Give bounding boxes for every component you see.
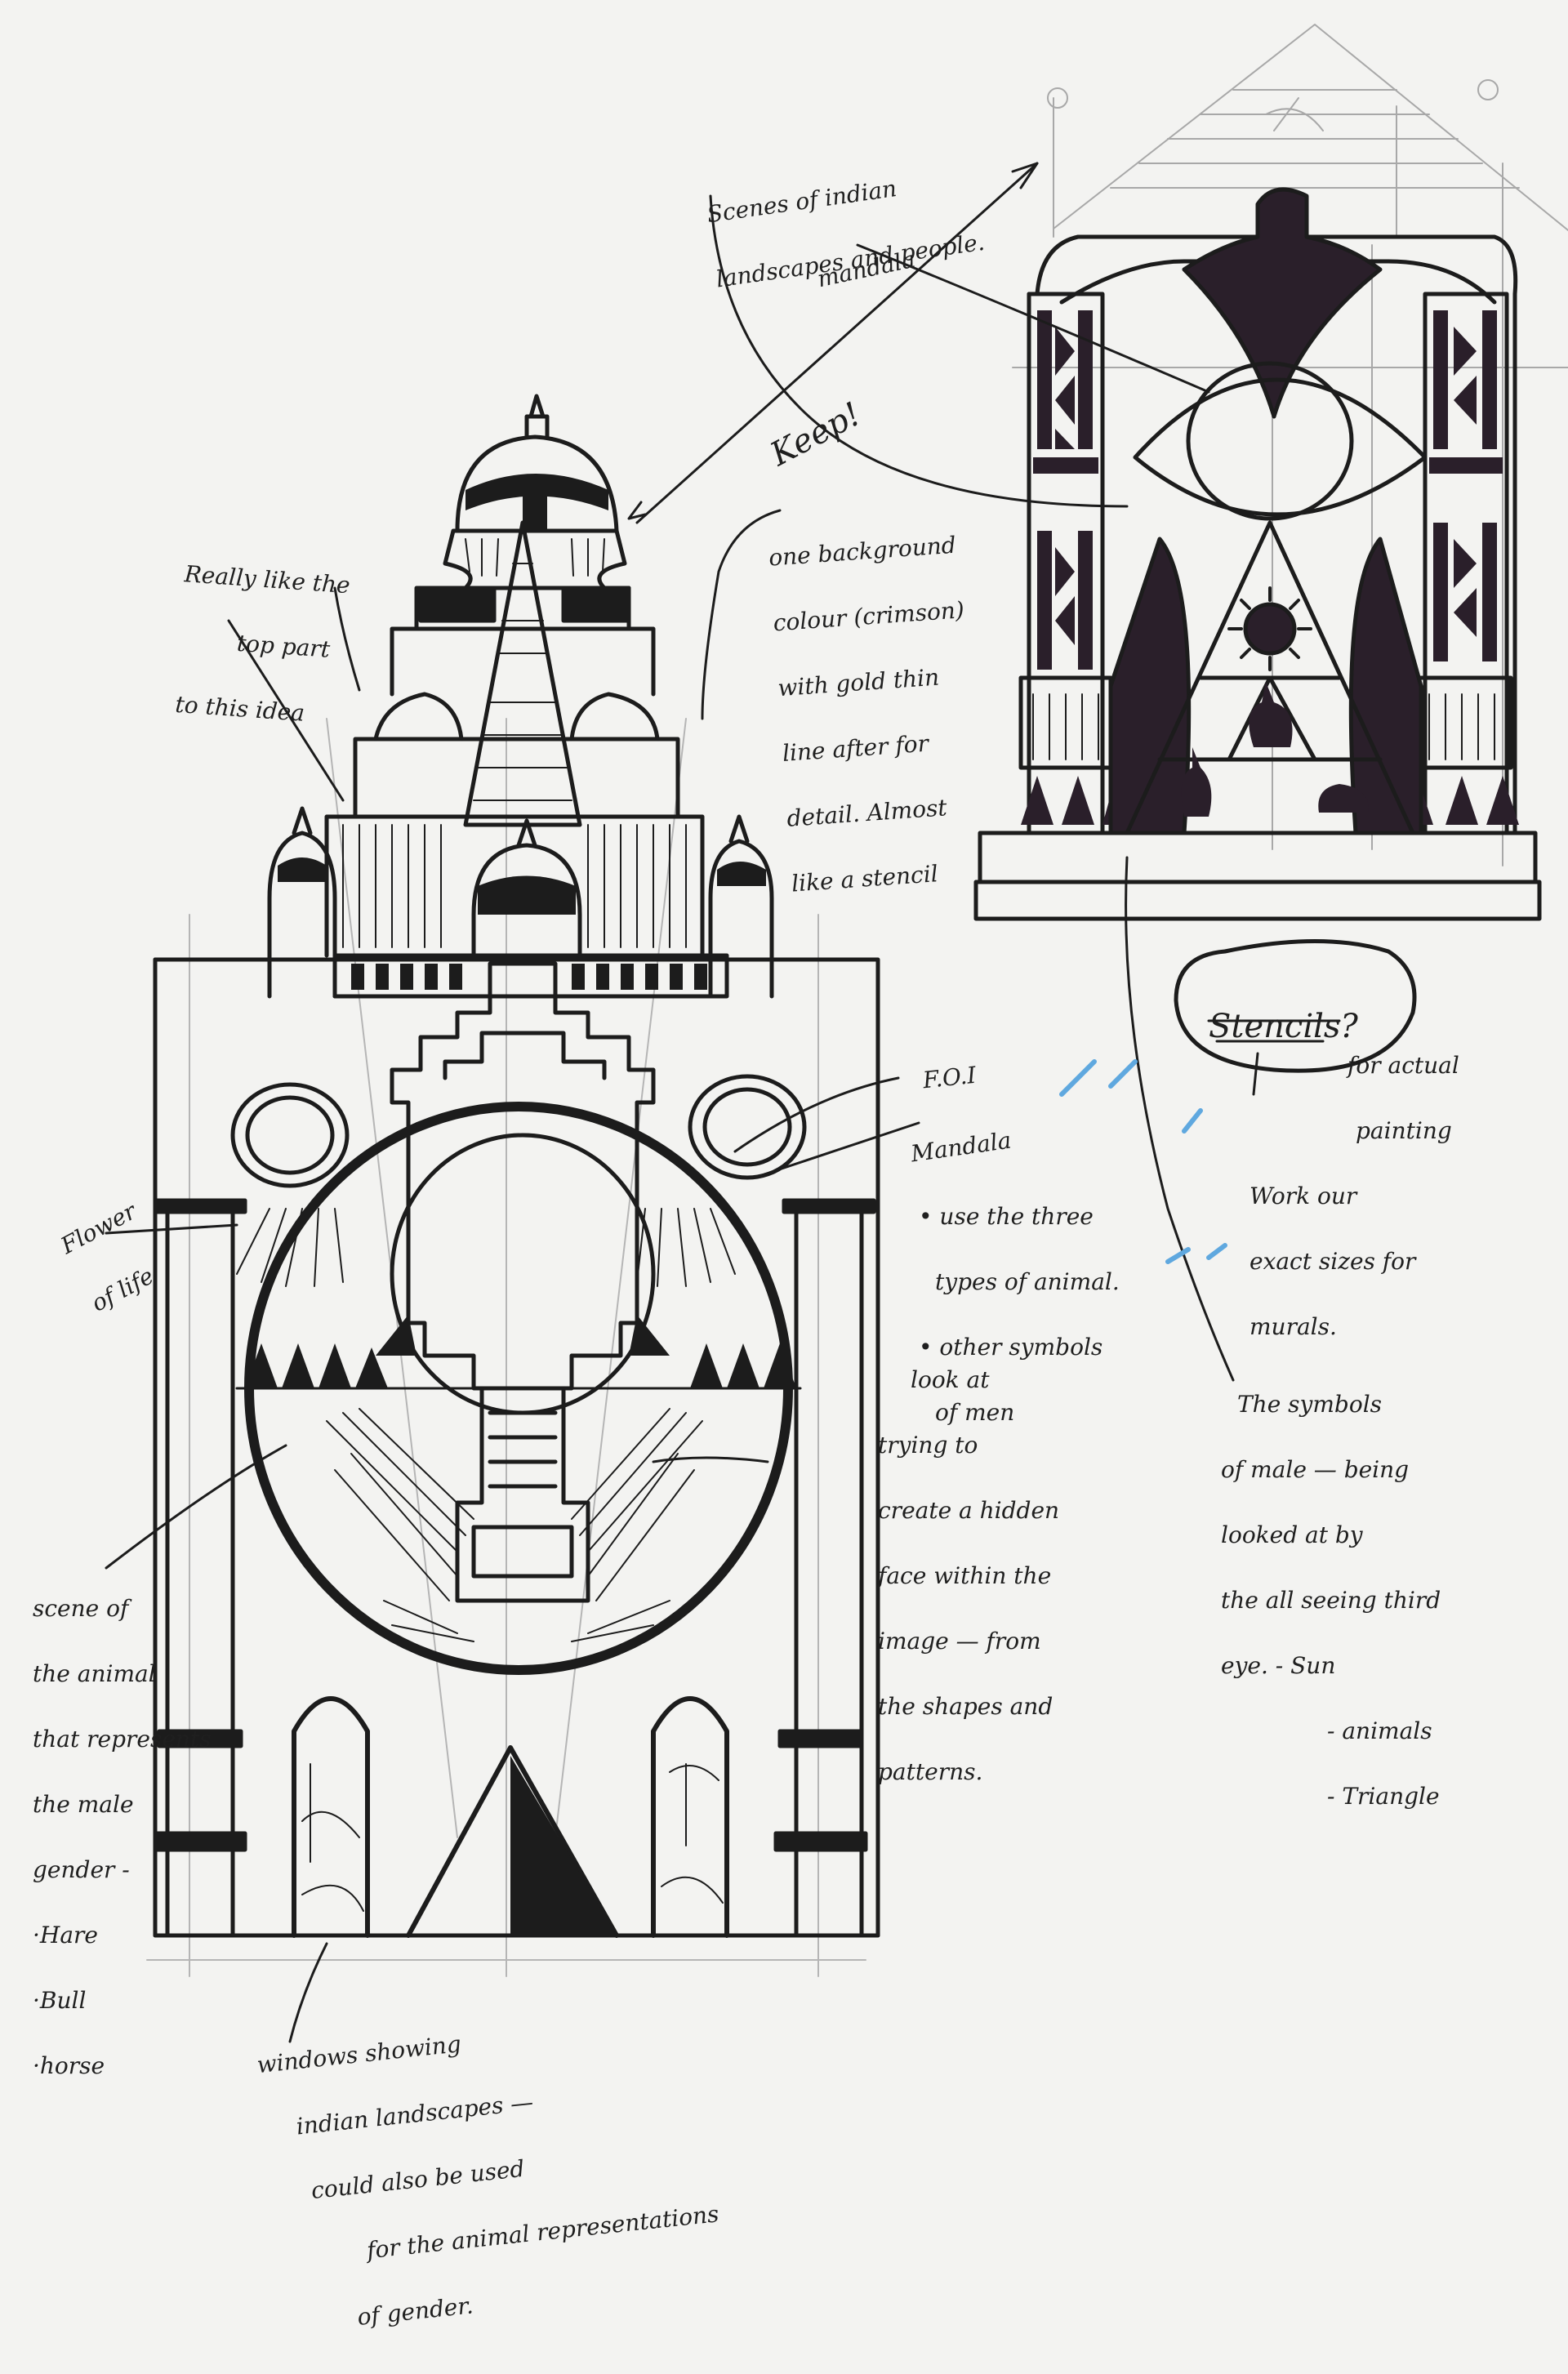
- note-line: types of animal.: [935, 1268, 1120, 1295]
- note-hidden-face: look at trying to create a hidden face w…: [878, 1331, 1059, 1821]
- note-line: line after for: [781, 729, 929, 768]
- sketchbook-page: Scenes of indian landscapes and people. …: [0, 0, 1568, 2173]
- note-line: image — from: [878, 1628, 1041, 1655]
- note-line: - animals: [1327, 1717, 1432, 1744]
- note-line: create a hidden: [878, 1497, 1060, 1524]
- note-line: mandala: [814, 245, 918, 293]
- note-line: Mandala: [909, 1126, 1013, 1168]
- note-symbols: The symbols of male — being looked at by…: [1221, 1356, 1441, 1846]
- architectural-sketches: [105, 24, 1568, 2043]
- note-line: Work our: [1250, 1183, 1357, 1209]
- note-line: look at: [911, 1366, 990, 1393]
- note-line: with gold thin: [777, 663, 941, 702]
- note-line: looked at by: [1221, 1521, 1363, 1548]
- note-line: of gender.: [355, 2292, 474, 2332]
- note-stencils: Stencils?: [1209, 968, 1358, 1085]
- note-sizes: Work our exact sizes for murals.: [1250, 1147, 1415, 1376]
- shrine-sketch: [973, 24, 1568, 921]
- note-line: scene of: [33, 1595, 129, 1622]
- note-line: painting: [1356, 1117, 1452, 1144]
- note-scene-animal: scene of the animal that represents the …: [33, 1560, 212, 2115]
- note-line: for actual: [1348, 1052, 1459, 1079]
- note-line: of male — being: [1221, 1456, 1410, 1483]
- note-line: trying to: [878, 1432, 978, 1459]
- note-line: colour (crimson): [772, 596, 965, 637]
- note-line: that represents: [33, 1726, 212, 1753]
- note-line: exact sizes for: [1250, 1248, 1416, 1275]
- stencils-cloud: [1174, 939, 1417, 1073]
- note-line: could also be used: [310, 2154, 526, 2205]
- note-line: of life: [87, 1262, 158, 1317]
- note-line: - Triangle: [1327, 1783, 1440, 1810]
- note-line: top part: [235, 629, 332, 663]
- note-line: ·horse: [33, 2052, 105, 2079]
- note-line: for the animal representations: [365, 2200, 720, 2265]
- temple-facade-sketch: [146, 394, 880, 1977]
- note-line: one background: [768, 531, 957, 572]
- callout-lines: [105, 162, 1259, 2043]
- note-stencil-colour: one background colour (crimson) with gol…: [765, 496, 986, 933]
- note-animals: use the three types of animal. other sym…: [919, 1168, 1120, 1462]
- note-line: patterns.: [878, 1758, 983, 1785]
- note-line: Scenes of indian: [705, 175, 899, 229]
- note-actual-painting: for actual painting: [1348, 1017, 1459, 1180]
- note-line: F.O.I: [921, 1061, 978, 1094]
- note-line: ·Bull: [33, 1987, 87, 2014]
- note-line: Stencils?: [1209, 1008, 1358, 1045]
- note-line: the male: [33, 1791, 134, 1818]
- note-line: the animal: [33, 1660, 156, 1687]
- note-line: like a stencil: [791, 860, 939, 897]
- note-line: ·Hare: [33, 1922, 98, 1949]
- note-line: detail. Almost: [786, 794, 948, 832]
- note-line: Keep!: [764, 395, 867, 474]
- note-line: use the three: [919, 1200, 1120, 1233]
- note-line: gender -: [33, 1856, 130, 1883]
- note-line: of men: [935, 1399, 1015, 1426]
- note-line: the all seeing third: [1221, 1587, 1441, 1614]
- note-line: Really like the: [183, 560, 351, 599]
- note-top-part: Really like the top part to this idea: [172, 525, 353, 764]
- note-line: Flower: [56, 1197, 141, 1260]
- note-line: The symbols: [1237, 1391, 1383, 1418]
- note-line: windows showing: [255, 2030, 463, 2079]
- note-line: murals.: [1250, 1313, 1337, 1340]
- note-line: the shapes and: [878, 1693, 1054, 1720]
- note-line: eye. - Sun: [1221, 1652, 1336, 1679]
- note-windows: windows showing indian landscapes — coul…: [252, 1971, 730, 2374]
- note-mandala-top: mandala: [808, 212, 925, 328]
- note-line: other symbols: [919, 1331, 1120, 1364]
- note-line: indian landscapes —: [295, 2088, 535, 2140]
- blue-flecks: [1059, 1059, 1227, 1264]
- note-line: to this idea: [174, 690, 306, 727]
- note-line: face within the: [878, 1562, 1052, 1589]
